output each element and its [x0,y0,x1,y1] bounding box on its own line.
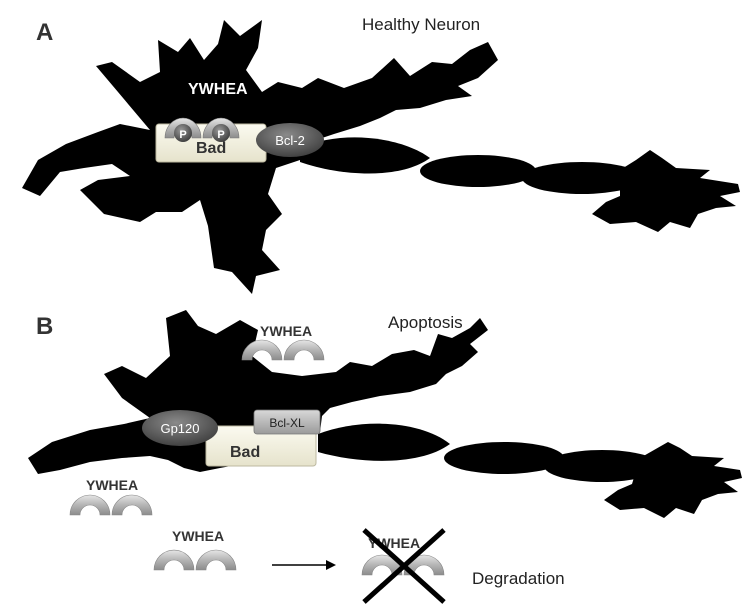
bclxl-protein: Bcl-XL [254,410,320,434]
ywhea-label-bottom: YWHEA [172,528,224,544]
panel-b-label: B [36,313,53,340]
neuron-b-axon [318,424,450,461]
gp120-label: Gp120 [160,421,199,436]
bclxl-label: Bcl-XL [269,416,305,430]
gp120-protein: Gp120 [142,410,218,446]
bcl2-label: Bcl-2 [275,133,305,148]
panel-b-title: Apoptosis [388,313,463,332]
bad-label-a: Bad [196,140,226,157]
ywhea-label-a: YWHEA [188,81,248,98]
panel-a-label: A [36,19,53,46]
phospho-label: P [217,129,224,141]
degradation-label: Degradation [472,569,565,588]
ywhea-dimer-degraded: YWHEA [362,530,444,602]
bcl2-protein: Bcl-2 [256,123,324,157]
phospho-label: P [179,129,186,141]
degradation-arrow [272,560,336,570]
neuron-a [22,20,740,294]
bad-label-b: Bad [230,444,260,461]
ywhea-label-top: YWHEA [260,323,312,339]
panel-a-title: Healthy Neuron [362,15,480,34]
panel-b: B Apoptosis Bad Gp120 Bcl-XL YWHEA [28,310,742,602]
ywhea-dimer-left: YWHEA [70,477,152,515]
panel-a: A Healthy Neuron YWHEA Bad P P [22,15,740,294]
ywhea-label-left: YWHEA [86,477,138,493]
ywhea-dimer-bottom: YWHEA [154,528,236,570]
